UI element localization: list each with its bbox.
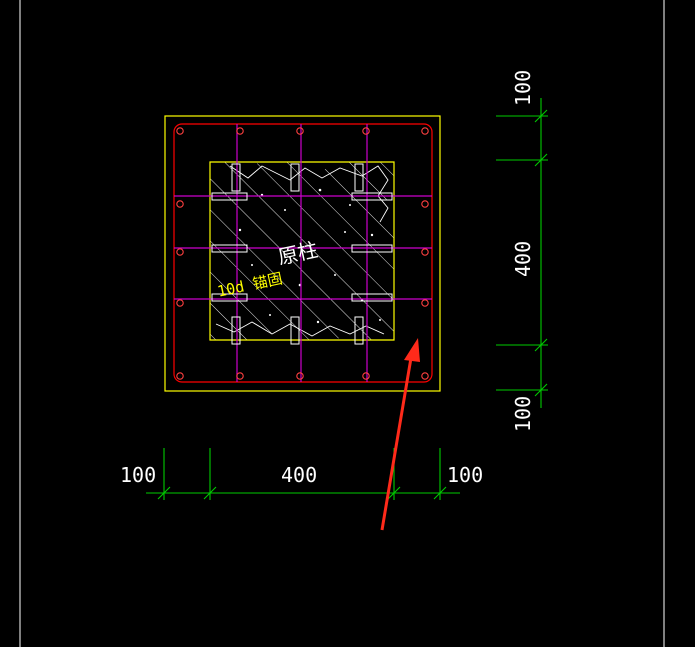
concrete-aggregate [238,188,381,324]
dim-center-span: 400 [281,463,317,487]
dim-top-offset: 100 [511,70,535,106]
outer-jacket-outline [164,115,441,392]
horizontal-dimension [146,448,460,500]
tie-bars [174,124,432,382]
annotation-arrow [380,338,420,531]
column-concrete-fill [210,162,394,340]
original-column [209,161,395,341]
dim-bottom-offset: 100 [511,396,535,432]
anchor-bars [211,163,393,345]
outer-hoop [173,123,433,383]
longitudinal-bars [176,127,429,380]
dim-middle-span: 400 [511,241,535,277]
dim-right-offset: 100 [447,463,483,487]
column-outline [209,161,395,341]
vertical-dimension [496,98,548,408]
dim-left-offset: 100 [120,463,156,487]
